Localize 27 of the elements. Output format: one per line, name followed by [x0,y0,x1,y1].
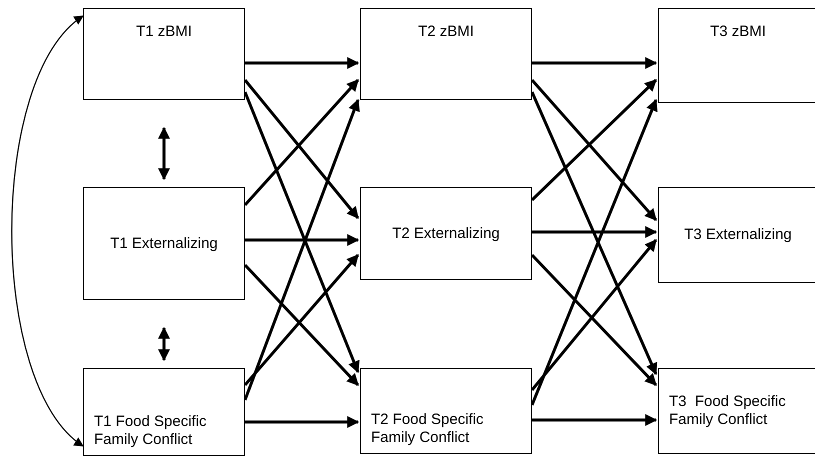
double-headed-arrow [158,326,170,362]
box-label: T3 zBMI [710,23,766,41]
variable-box [83,8,245,100]
variable-box [658,8,815,103]
box-label: T1 Externalizing [110,234,218,252]
double-headed-arrow [11,15,84,447]
double-headed-arrow [158,126,170,180]
path-arrow [245,234,360,246]
variable-box [658,187,815,283]
variable-box [83,187,245,300]
path-arrow [532,414,658,426]
box-label: T2 zBMI [418,23,474,41]
variable-box [658,368,815,454]
path-arrow [245,57,360,69]
path-arrow [532,226,658,238]
path-arrow [245,416,360,428]
variable-box [83,368,245,456]
box-label: T2 Externalizing [392,224,500,242]
variable-box [360,187,532,280]
box-label: T1 zBMI [136,23,192,41]
box-label: T3 Food Specific Family Conflict [669,393,787,429]
box-label: T1 Food Specific Family Conflict [94,413,208,449]
variable-box [360,368,532,454]
variable-box [360,8,532,100]
box-label: T3 Externalizing [684,226,792,244]
path-arrow [532,57,658,69]
box-label: T2 Food Specific Family Conflict [371,411,485,447]
